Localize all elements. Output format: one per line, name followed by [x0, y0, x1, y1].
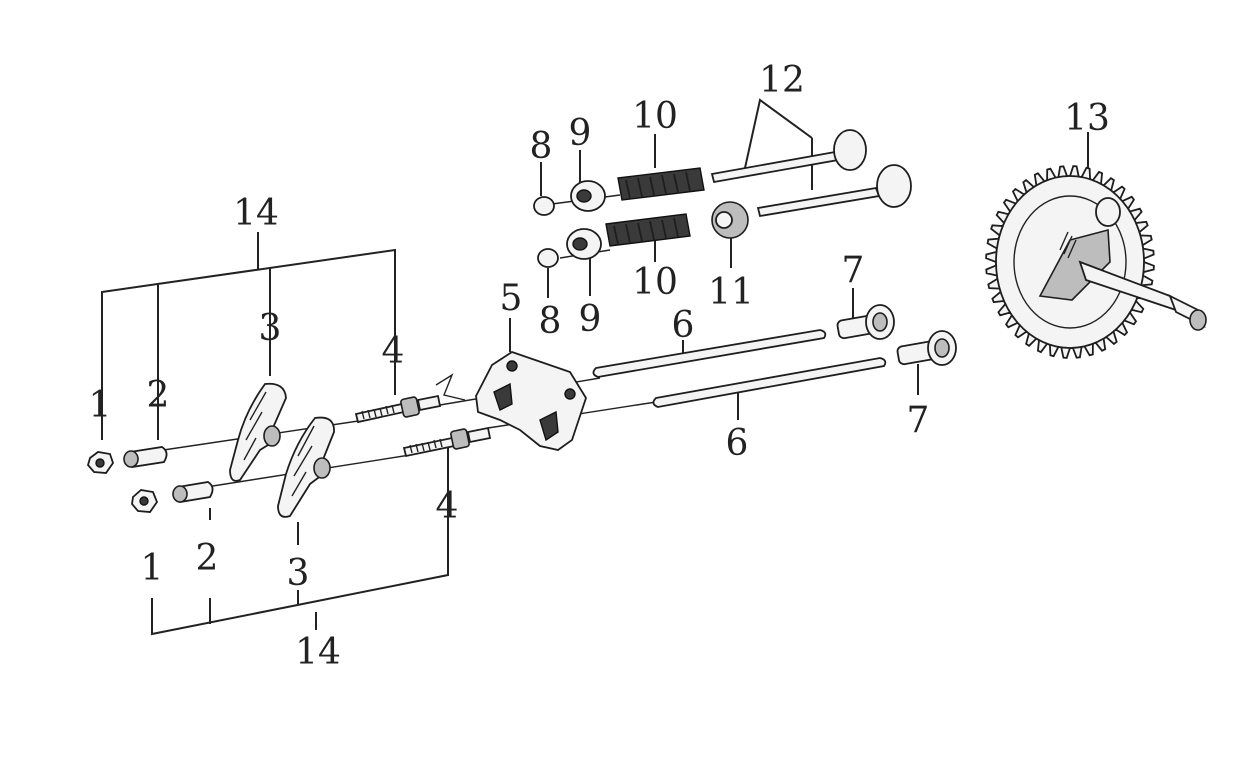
- part-3-rocker-arm-lower: [277, 416, 335, 518]
- callout-9-upper: 9: [569, 113, 592, 154]
- callout-14-upper: 14: [233, 193, 279, 234]
- part-2-spacer-lower: [172, 481, 214, 503]
- callout-7-lower: 7: [907, 400, 930, 441]
- part-5-guide-plate: [475, 351, 587, 451]
- part-3-rocker-arm-upper: [229, 382, 287, 482]
- callout-8-lower: 8: [539, 301, 562, 342]
- part-8-keeper-lower: [537, 248, 559, 268]
- part-6-pushrod-lower: [652, 357, 887, 408]
- callout-6-lower: 6: [726, 423, 749, 464]
- callout-12: 12: [759, 60, 805, 101]
- part-6-pushrod-upper: [592, 329, 827, 378]
- callout-4-upper: 4: [382, 331, 405, 372]
- callout-3-upper: 3: [259, 308, 282, 349]
- callout-7-upper: 7: [842, 250, 865, 291]
- callout-10-lower: 10: [632, 262, 678, 303]
- callout-13: 13: [1064, 98, 1110, 139]
- part-2-spacer-upper: [123, 446, 168, 468]
- part-7-tappet-upper: [836, 304, 895, 340]
- part-10-spring-lower: [605, 213, 691, 247]
- part-1-nut-lower: [131, 489, 159, 513]
- callout-9-lower: 9: [579, 299, 602, 340]
- callout-10-upper: 10: [632, 96, 678, 137]
- callout-1-upper: 1: [89, 385, 112, 426]
- callout-4-lower: 4: [436, 486, 459, 527]
- part-11-valve-seal: [711, 201, 749, 239]
- part-1-nut-upper: [87, 451, 114, 474]
- part-9-retainer-lower: [566, 228, 602, 260]
- callout-labels: 1 2 3 4 14 1 2 3 4 14 5 6 6 7 7 8 8 9 9 …: [89, 60, 1110, 673]
- part-13-camshaft-gear: [985, 165, 1207, 359]
- callout-1-lower: 1: [141, 548, 164, 589]
- callout-5: 5: [500, 278, 523, 319]
- callout-14-lower: 14: [295, 632, 341, 673]
- callout-8-upper: 8: [530, 126, 553, 167]
- part-4-stud-upper: [354, 394, 442, 424]
- part-8-keeper-upper: [533, 196, 555, 216]
- part-12-valve-lower: [756, 164, 912, 218]
- part-4-stud-lower: [402, 426, 492, 458]
- callout-2-upper: 2: [147, 375, 170, 416]
- part-9-retainer-upper: [570, 180, 606, 212]
- callout-11: 11: [708, 272, 754, 313]
- callout-6-upper: 6: [672, 305, 695, 346]
- part-7-tappet-lower: [896, 330, 957, 366]
- part-10-spring-upper: [617, 167, 705, 201]
- callout-3-lower: 3: [287, 553, 310, 594]
- leader-lines: [101, 98, 1089, 636]
- callout-2-lower: 2: [196, 538, 219, 579]
- part-12-valve-upper: [710, 129, 867, 184]
